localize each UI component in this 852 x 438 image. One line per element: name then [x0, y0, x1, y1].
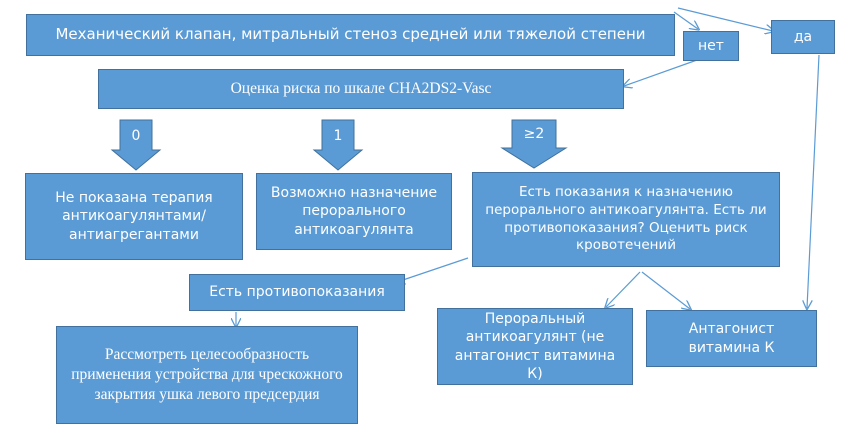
vka-box: Антагонист витамина К [646, 310, 817, 367]
contraindications-box: Есть противопоказания [189, 274, 405, 311]
connector-header-no [673, 11, 698, 29]
connector-yes-vka [807, 54, 820, 308]
score-2-plus-label: ≥2 [523, 125, 545, 142]
score-1-label: 1 [333, 127, 343, 144]
indications-box: Есть показания к назначению перорального… [472, 172, 780, 267]
risk-assessment-box: Оценка риска по шкале CHA2DS2-Vasc [98, 69, 624, 109]
connector-indications-oral [606, 271, 641, 307]
score-0-label: 0 [131, 127, 141, 144]
score-0-arrow [110, 119, 162, 171]
vka-label: Антагонист витамина К [688, 321, 775, 356]
header-box: Механический клапан, митральный стеноз с… [26, 14, 675, 56]
score-1-arrow [312, 119, 364, 171]
no-box: нет [683, 31, 739, 61]
connector-indications-vka [641, 271, 690, 309]
occluder-box: Рассмотреть целесообразность применения … [56, 326, 358, 424]
connector-no-risk [624, 59, 698, 86]
yes-box: да [771, 20, 835, 54]
connector-header-yes [677, 7, 773, 31]
oral-non-vka-box: Пероральный антикоагулянт (не антагонист… [437, 308, 633, 385]
score-2-arrow [500, 119, 568, 169]
connector-indications-contra [397, 257, 469, 282]
oral-possible-box: Возможно назначение перорального антикоа… [256, 173, 452, 250]
no-therapy-box: Не показана терапия антикоагулянтами/ант… [25, 173, 243, 260]
